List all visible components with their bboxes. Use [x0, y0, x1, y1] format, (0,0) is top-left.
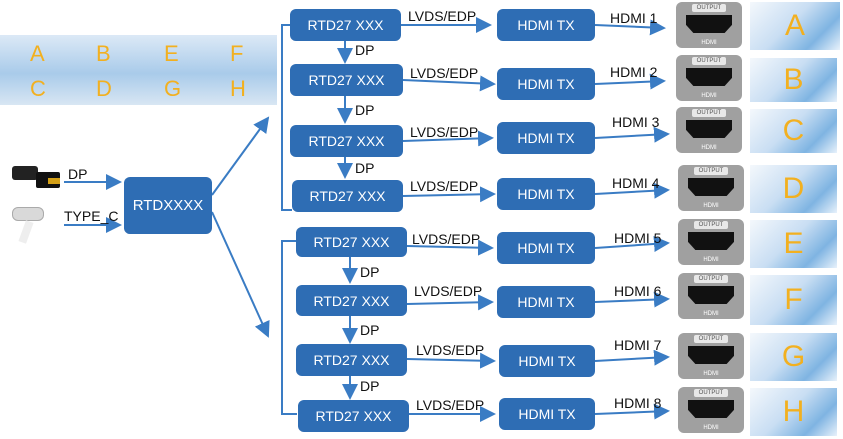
link-label: LVDS/EDP [416, 342, 485, 358]
link-label: LVDS/EDP [412, 231, 481, 247]
rtd-box-5: RTD27 XXX [296, 227, 407, 257]
hdmi-tx-box-8: HDMI TX [499, 398, 595, 430]
link-label: LVDS/EDP [416, 397, 485, 413]
link-label: LVDS/EDP [410, 65, 479, 81]
hdmi-output-label: HDMI 7 [614, 337, 662, 353]
dp-chain-label: DP [355, 102, 375, 118]
output-thumbnail: B [750, 58, 837, 102]
rtd-box-4: RTD27 XXX [292, 180, 403, 212]
rtd-box-3: RTD27 XXX [290, 125, 403, 157]
banner-letter: F [230, 41, 244, 66]
dp-input-label: DP [68, 166, 88, 182]
hdmi-output-label: HDMI 8 [614, 395, 662, 411]
hdmi-output-label: HDMI 6 [614, 283, 662, 299]
hub-chip-box: RTDXXXX [124, 177, 212, 234]
source-wall-image: A B E F C D G H [0, 35, 277, 105]
typec-input-label: TYPE_C [64, 208, 119, 224]
hdmi-tx-box-2: HDMI TX [497, 68, 595, 100]
hdmi-output-label: HDMI 5 [614, 230, 662, 246]
hdmi-tx-box-1: HDMI TX [497, 9, 595, 41]
output-thumbnail: E [750, 220, 837, 268]
output-thumbnail: F [750, 275, 837, 325]
banner-letter: D [96, 76, 112, 101]
lower-bracket [281, 240, 297, 415]
link-label: LVDS/EDP [410, 124, 479, 140]
hdmi-tx-box-7: HDMI TX [499, 345, 595, 377]
output-thumbnail: A [750, 2, 840, 50]
rtd-box-1: RTD27 XXX [290, 9, 401, 41]
hdmi-output-label: HDMI 4 [612, 175, 660, 191]
displayport-plug-icon [12, 158, 60, 194]
hdmi-output-label: HDMI 1 [610, 10, 658, 26]
dp-chain-label: DP [360, 322, 380, 338]
output-thumbnail: G [750, 333, 837, 381]
hdmi-tx-box-5: HDMI TX [497, 232, 595, 264]
hdmi-output-label: HDMI 3 [612, 114, 660, 130]
link-label: LVDS/EDP [408, 8, 477, 24]
banner-letter: E [164, 41, 179, 66]
rtd-box-7: RTD27 XXX [296, 344, 407, 376]
rtd-box-2: RTD27 XXX [290, 64, 403, 96]
banner-letter: H [230, 76, 246, 101]
banner-letter: B [96, 41, 111, 66]
hub-to-upper-arrow [211, 116, 270, 196]
rtd-box-8: RTD27 XXX [298, 400, 409, 432]
output-thumbnail: D [750, 165, 837, 213]
upper-bracket [281, 24, 292, 211]
dp-chain-label: DP [360, 264, 380, 280]
banner-letter: A [30, 41, 45, 66]
hdmi-tx-box-6: HDMI TX [497, 286, 595, 318]
dp-chain-label: DP [355, 42, 375, 58]
dp-chain-label: DP [360, 378, 380, 394]
hdmi-tx-box-4: HDMI TX [497, 178, 595, 210]
rtd-box-6: RTD27 XXX [296, 285, 407, 316]
output-thumbnail: C [750, 109, 837, 153]
link-label: LVDS/EDP [414, 283, 483, 299]
hdmi-tx-box-3: HDMI TX [497, 122, 595, 154]
link-label: LVDS/EDP [410, 178, 479, 194]
hdmi-output-label: HDMI 2 [610, 64, 658, 80]
banner-letter: C [30, 76, 46, 101]
hub-to-lower-arrow [211, 211, 270, 338]
banner-letter: G [164, 76, 182, 101]
usb-c-plug-icon [12, 207, 44, 251]
output-thumbnail: H [750, 388, 837, 436]
dp-chain-label: DP [355, 160, 375, 176]
